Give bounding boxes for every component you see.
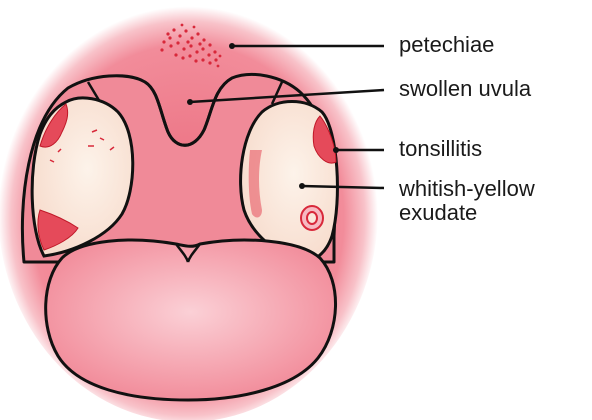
leader-dot-exudate [299,183,305,189]
tongue [46,240,336,400]
label-petechiae: petechiae [399,33,494,57]
label-exudate-line2: exudate [399,201,535,225]
leader-dot-uvula [187,99,193,105]
label-exudate-line1: whitish-yellow [399,177,535,201]
leader-dot-tonsillitis [333,147,339,153]
label-swollen-uvula: swollen uvula [399,77,531,101]
label-exudate: whitish-yellow exudate [399,177,535,225]
label-tonsillitis: tonsillitis [399,137,482,161]
leader-dot-petechiae [229,43,235,49]
exudate-spot [301,206,323,230]
